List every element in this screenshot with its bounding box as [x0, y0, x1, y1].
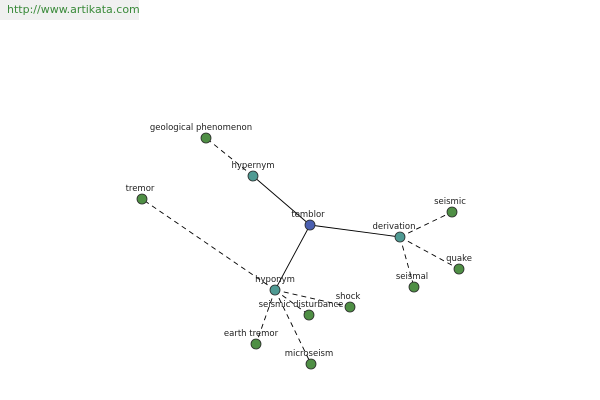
node-derivation[interactable] [394, 231, 406, 243]
node-seismic-disturbance[interactable] [303, 309, 315, 321]
label-derivation: derivation [372, 222, 415, 232]
label-seismal: seismal [396, 272, 428, 282]
node-microseism[interactable] [305, 358, 317, 370]
label-seismic-disturbance: seismic disturbance [259, 300, 344, 310]
node-hypernym[interactable] [247, 170, 259, 182]
edge-temblor-to-derivation [309, 224, 401, 238]
label-seismic: seismic [434, 197, 466, 207]
edge-derivation-to-seismic [399, 211, 453, 238]
label-earth-tremor: earth tremor [224, 329, 279, 339]
edge-temblor-to-hyponym [274, 224, 311, 291]
label-shock: shock [336, 292, 361, 302]
node-seismic[interactable] [446, 206, 458, 218]
label-geological-phenomenon: geological phenomenon [150, 123, 252, 133]
node-shock[interactable] [344, 301, 356, 313]
node-tremor[interactable] [136, 193, 148, 205]
node-geological-phenomenon[interactable] [200, 132, 212, 144]
label-microseism: microseism [285, 349, 334, 359]
label-temblor: temblor [291, 210, 325, 220]
label-hypernym: hypernym [231, 161, 274, 171]
node-seismal[interactable] [408, 281, 420, 293]
edge-hyponym-to-shock [274, 289, 351, 308]
edge-hyponym-to-earth-tremor [255, 289, 276, 345]
label-tremor: tremor [126, 184, 155, 194]
node-earth-tremor[interactable] [250, 338, 262, 350]
edges-layer [141, 137, 460, 365]
labels-layer: temblor hypernym derivation hyponym geologic… [126, 123, 472, 359]
node-hyponym[interactable] [269, 284, 281, 296]
url-banner[interactable]: http://www.artikata.com [0, 0, 140, 20]
edge-hyponym-to-microseism [274, 289, 312, 365]
edge-hypernym-to-geological-phenomenon [205, 137, 254, 177]
node-quake[interactable] [453, 263, 465, 275]
label-hyponym: hyponym [255, 275, 295, 285]
edge-derivation-to-quake [399, 236, 460, 270]
node-temblor[interactable] [304, 219, 316, 231]
label-quake: quake [446, 254, 472, 264]
edge-temblor-to-hypernym [252, 175, 311, 226]
nodes-layer [136, 132, 465, 370]
edge-hyponym-to-seismic-disturbance [274, 289, 310, 316]
